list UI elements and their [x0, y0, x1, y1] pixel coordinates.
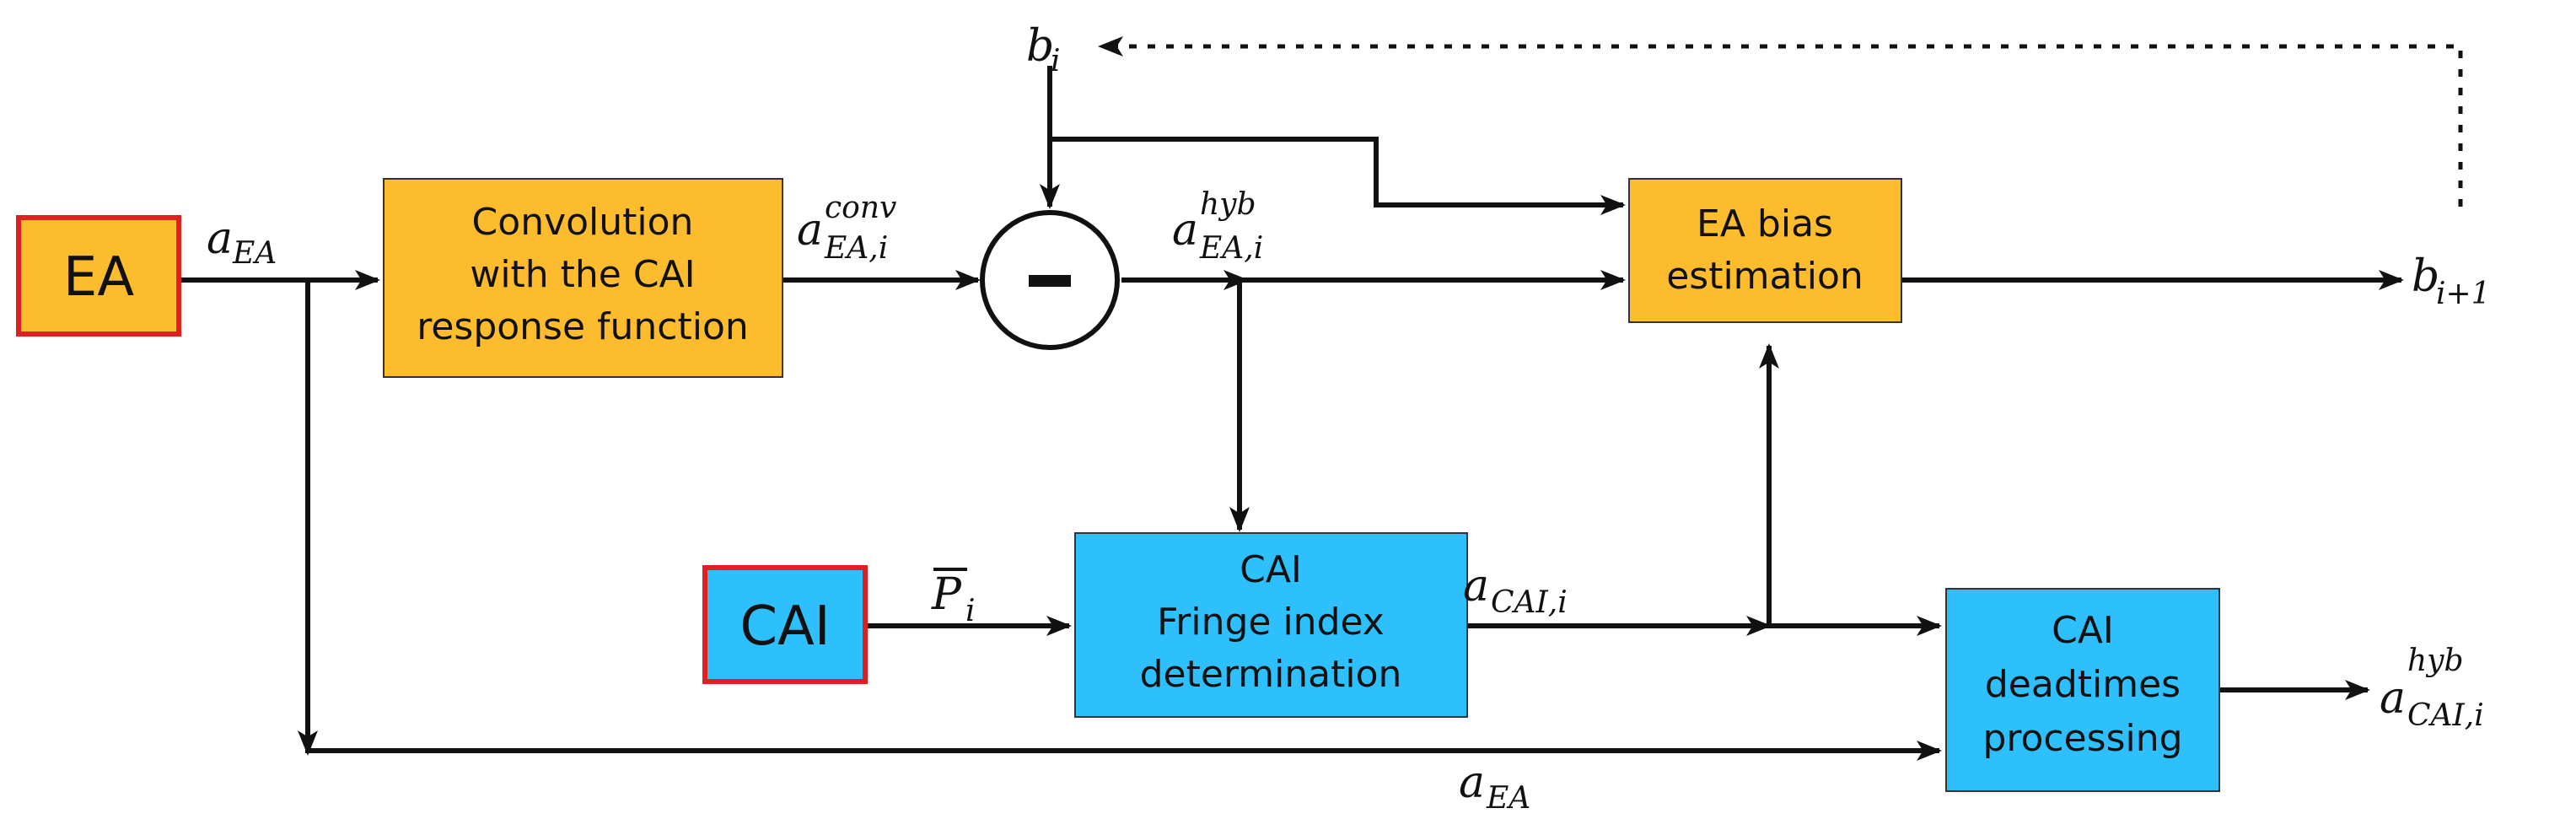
- label-a-cai-hyb: a hyb CAI,i: [2380, 644, 2484, 733]
- label-a-ea-conv: a conv EA,i: [797, 191, 896, 266]
- link-bi-to-bias: [1050, 137, 1626, 215]
- ea-bias-line-1: EA bias: [1697, 202, 1833, 245]
- label-a-cai-hyb-sub: CAI,i: [2407, 698, 2484, 733]
- label-a-ea-conv-base: a: [797, 205, 823, 256]
- label-b-next-sub: i+1: [2436, 277, 2491, 311]
- fringe-line-3: determination: [1140, 653, 1402, 696]
- label-a-ea-bottom: a EA: [1459, 757, 1530, 816]
- fringe-line-2: Fringe index: [1157, 601, 1385, 644]
- ea-source-box: [16, 215, 181, 337]
- fringe-index-block: CAI Fringe index determination: [1074, 532, 1468, 718]
- label-a-ea-hyb: a hyb EA,i: [1172, 187, 1263, 266]
- convolution-line-2: with the CAI: [470, 253, 695, 296]
- label-a-cai-sub: CAI,i: [1491, 585, 1568, 620]
- ea-source: EA: [16, 215, 181, 337]
- deadtimes-box: [1945, 588, 2220, 792]
- label-a-cai-hyb-sup: hyb: [2407, 644, 2464, 678]
- label-p-bar: P i: [931, 568, 976, 628]
- convolution-line-3: response function: [417, 305, 749, 348]
- convolution-block: Convolution with the CAI response functi…: [383, 178, 783, 378]
- label-b-i: b i: [1026, 21, 1061, 78]
- subtractor: [980, 210, 1120, 350]
- label-b-i-base: b: [1026, 21, 1054, 72]
- cai-source: CAI: [702, 565, 868, 684]
- label-b-i-sub: i: [1051, 44, 1061, 78]
- convolution-box: [383, 178, 783, 378]
- cai-source-box: [702, 565, 868, 684]
- label-a-ea-top: aEA: [207, 213, 277, 271]
- label-a-ea-hyb-base: a: [1172, 205, 1198, 256]
- label-b-next-base: b: [2412, 251, 2439, 302]
- label-p-bar-base: P: [931, 569, 962, 620]
- label-a-cai-hyb-base: a: [2380, 673, 2406, 724]
- deadtimes-block: CAI deadtimes processing: [1945, 588, 2220, 792]
- label-a-ea-bottom-sub: EA: [1486, 781, 1530, 816]
- label-p-bar-sub: i: [965, 594, 976, 628]
- label-a-ea-conv-sup: conv: [825, 191, 896, 225]
- deadtimes-line-1: CAI: [2052, 609, 2114, 652]
- ea-source-label: EA: [63, 246, 134, 309]
- deadtimes-line-3: processing: [1982, 717, 2182, 760]
- cai-source-label: CAI: [739, 595, 830, 658]
- ea-bias-box: [1628, 178, 1902, 323]
- minus-sign-bar: [1029, 275, 1071, 287]
- ea-bias-block: EA bias estimation: [1628, 178, 1902, 323]
- connections: [181, 36, 2463, 761]
- label-b-next: b i+1: [2412, 251, 2491, 311]
- label-a-cai-base: a: [1463, 561, 1489, 612]
- convolution-line-1: Convolution: [472, 201, 694, 244]
- ea-bias-line-2: estimation: [1666, 255, 1863, 298]
- deadtimes-line-2: deadtimes: [1985, 663, 2181, 706]
- label-a-ea-bottom-base: a: [1459, 757, 1485, 808]
- label-a-cai: a CAI,i: [1463, 561, 1568, 620]
- fringe-index-box: [1074, 532, 1468, 718]
- fringe-line-1: CAI: [1240, 548, 1302, 591]
- label-a-ea-conv-sub: EA,i: [824, 231, 888, 266]
- label-a-ea-hyb-sup: hyb: [1200, 187, 1256, 222]
- label-a-ea-hyb-sub: EA,i: [1199, 231, 1263, 266]
